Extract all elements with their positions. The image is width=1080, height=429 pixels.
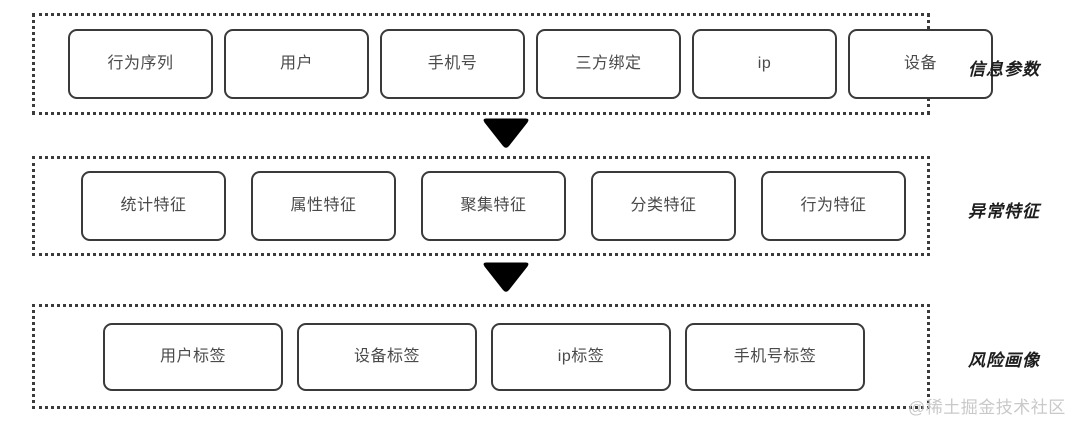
node-box[interactable]: 行为特征: [761, 171, 906, 241]
stage-group-risk-profile: 用户标签 设备标签 ip标签 手机号标签: [32, 304, 930, 409]
stage-group-inner: 用户标签 设备标签 ip标签 手机号标签: [35, 307, 927, 406]
node-box[interactable]: 分类特征: [591, 171, 736, 241]
node-box[interactable]: 设备标签: [297, 322, 477, 391]
node-box[interactable]: 手机号: [380, 29, 525, 99]
node-box[interactable]: 三方绑定: [536, 29, 681, 99]
node-box[interactable]: 聚集特征: [421, 171, 566, 241]
node-box[interactable]: 属性特征: [251, 171, 396, 241]
watermark: @稀土掘金技术社区: [908, 398, 1066, 417]
node-box[interactable]: ip标签: [491, 322, 671, 391]
stage-label-risk-profile: 风险画像: [968, 351, 1040, 370]
stage-label-anomaly-features: 异常特征: [968, 202, 1040, 221]
node-box[interactable]: 用户标签: [103, 322, 283, 391]
stage-group-anomaly-features: 统计特征 属性特征 聚集特征 分类特征 行为特征: [32, 156, 930, 256]
node-box[interactable]: 统计特征: [81, 171, 226, 241]
node-box[interactable]: 手机号标签: [685, 322, 865, 391]
triangle-down-icon: [481, 117, 531, 149]
node-box[interactable]: 设备: [848, 29, 993, 99]
node-box[interactable]: ip: [692, 29, 837, 99]
node-box[interactable]: 用户: [224, 29, 369, 99]
stage-label-information-parameters: 信息参数: [968, 60, 1040, 79]
stage-group-information-parameters: 行为序列 用户 手机号 三方绑定 ip 设备: [32, 13, 993, 115]
node-box[interactable]: 行为序列: [68, 29, 213, 99]
triangle-down-icon: [481, 261, 531, 293]
stage-group-inner: 统计特征 属性特征 聚集特征 分类特征 行为特征: [35, 159, 927, 253]
stage-group-inner: 行为序列 用户 手机号 三方绑定 ip 设备: [35, 16, 993, 112]
